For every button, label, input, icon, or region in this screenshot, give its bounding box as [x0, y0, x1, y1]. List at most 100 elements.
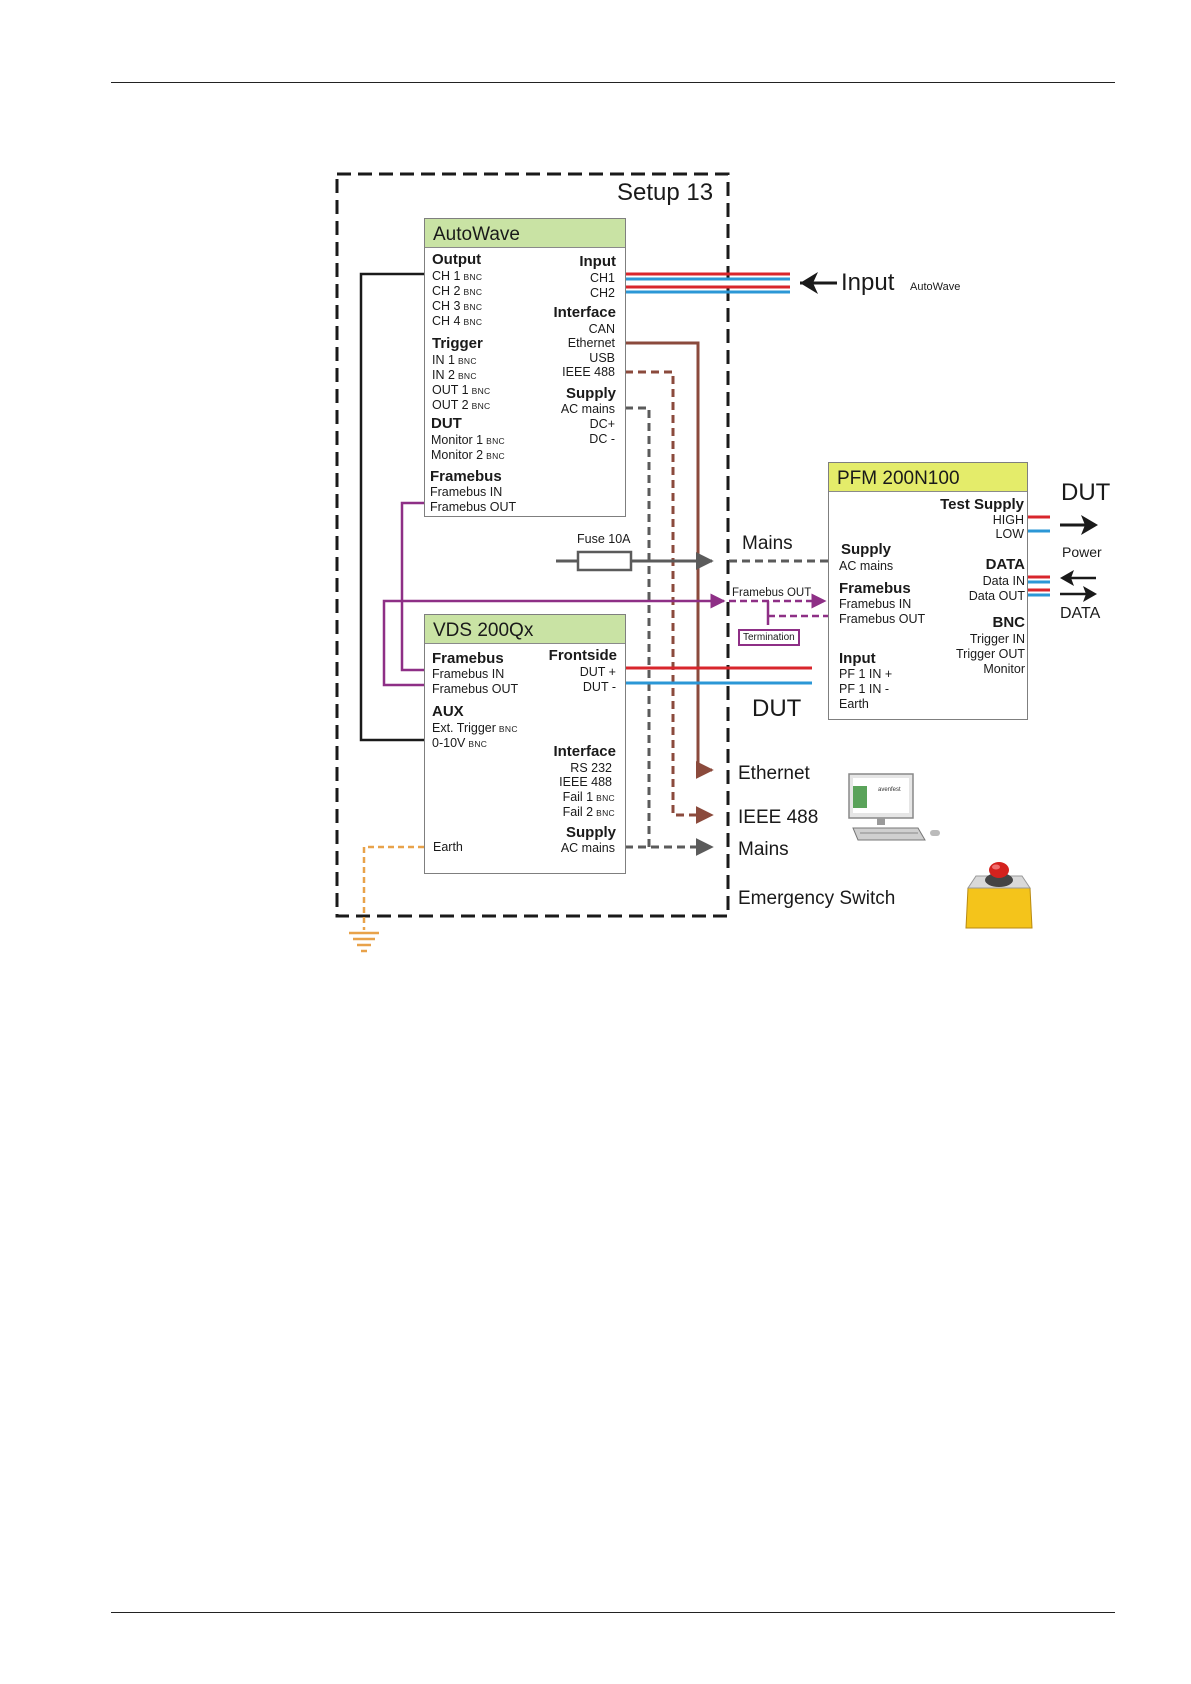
- ethernet-label: Ethernet: [738, 763, 810, 784]
- autowave-trigger-heading: Trigger: [432, 335, 483, 352]
- pfm-bnc-heading: BNC: [992, 614, 1026, 631]
- power-arrowhead: [1081, 515, 1098, 535]
- pfm-test-low: LOW: [995, 527, 1024, 541]
- earth-wire: [362, 845, 424, 930]
- vds-aux-heading: AUX: [432, 703, 464, 720]
- pfm-data-heading: DATA: [985, 556, 1025, 573]
- vds-frontside-dutplus: DUT +: [579, 665, 616, 679]
- autowave-framebus-heading: Framebus: [430, 468, 502, 485]
- pfm-bnc-trigger-out: Trigger OUT: [956, 647, 1025, 661]
- autowave-framebus-out: Framebus OUT: [430, 500, 517, 514]
- autowave-supply-dcminus: DC -: [589, 432, 615, 446]
- autowave-dut-heading: DUT: [431, 415, 462, 432]
- autowave-interface-usb: USB: [589, 351, 615, 365]
- autowave-interface-can: CAN: [588, 322, 615, 336]
- autowave-interface-ieee488: IEEE 488: [562, 365, 615, 379]
- pfm-framebus-out: Framebus OUT: [839, 612, 926, 626]
- fuse-label: Fuse 10A: [577, 532, 631, 546]
- external-input-sub: AutoWave: [910, 281, 961, 293]
- vds-earth: Earth: [433, 840, 463, 854]
- autowave-output-heading: Output: [432, 251, 482, 268]
- footer-rule: [111, 1612, 1115, 1613]
- vds-interface-heading: Interface: [553, 743, 616, 760]
- pfm-input-pf1-plus: PF 1 IN +: [839, 667, 893, 681]
- data-out-arrowhead: [1083, 586, 1097, 602]
- framebus-autowave-out: [400, 501, 424, 672]
- pfm-framebus-in: Framebus IN: [839, 597, 912, 611]
- mains-bottom-label: Mains: [738, 839, 789, 860]
- pfm-box: PFM 200N100: [828, 462, 1028, 720]
- vds-frontside-dutminus: DUT -: [582, 680, 616, 694]
- data-label: DATA: [1060, 605, 1101, 622]
- data-in-arrowhead: [1060, 570, 1074, 586]
- pfm-data-out: Data OUT: [968, 589, 1025, 603]
- autowave-framebus-in: Framebus IN: [430, 485, 503, 499]
- framebus-vds-out: [382, 593, 726, 687]
- framebus-out-label: Framebus OUT: [732, 587, 812, 599]
- external-input-label: Input: [841, 269, 895, 296]
- setup-boundary: [335, 172, 730, 918]
- autowave-supply-heading: Supply: [565, 385, 616, 402]
- pfm-framebus-heading: Framebus: [839, 580, 911, 597]
- autowave-title: AutoWave: [433, 224, 520, 245]
- mains-top-label: Mains: [742, 533, 793, 554]
- vds-frontside-heading: Frontside: [548, 647, 617, 664]
- autowave-supply-dcplus: DC+: [589, 417, 615, 431]
- dut-right-label: DUT: [1061, 479, 1111, 506]
- emergency-switch-icon: [965, 862, 1033, 929]
- pfm-bnc-monitor: Monitor: [983, 662, 1025, 676]
- autowave-box: AutoWave: [424, 218, 626, 517]
- vds-interface-ieee488: IEEE 488: [559, 775, 612, 789]
- termination-box: [738, 629, 800, 646]
- vds-framebus-in: Framebus IN: [432, 667, 505, 681]
- pfm-supply-ac: AC mains: [839, 559, 894, 573]
- autowave-input-ch1: CH1: [589, 271, 615, 285]
- vds-title: VDS 200Qx: [433, 620, 534, 641]
- power-label: Power: [1062, 544, 1102, 560]
- vds-framebus-heading: Framebus: [432, 650, 504, 667]
- pfm-input-heading: Input: [839, 650, 876, 667]
- ieee488-label: IEEE 488: [738, 807, 819, 828]
- black-trigger-wire: [359, 272, 424, 742]
- autowave-interface-heading: Interface: [553, 304, 616, 321]
- autowave-input-ch2: CH2: [589, 286, 615, 300]
- monitor-logo: avenfest: [878, 787, 901, 793]
- pfm-data-in: Data IN: [982, 574, 1025, 588]
- ground-symbol: [349, 931, 379, 953]
- vds-box: VDS 200Qx: [424, 614, 626, 874]
- pfm-input-pf1-minus: PF 1 IN -: [839, 682, 890, 696]
- autowave-input-heading: Input: [579, 253, 616, 270]
- autowave-interface-ethernet: Ethernet: [567, 336, 615, 350]
- pfm-header: PFM 200N100: [829, 463, 1027, 492]
- ieee488-wire: [625, 370, 714, 824]
- vds-interface-rs232: RS 232: [570, 761, 612, 775]
- pfm-test-high: HIGH: [992, 513, 1024, 527]
- pfm-input-earth: Earth: [839, 697, 869, 711]
- autowave-mains-wire: [625, 406, 651, 847]
- vds-framebus-out: Framebus OUT: [432, 682, 519, 696]
- fuse-symbol: [576, 550, 633, 572]
- vds-supply-heading: Supply: [565, 824, 616, 841]
- pfm-supply-heading: Supply: [841, 541, 892, 558]
- pfm-bnc-trigger-in: Trigger IN: [969, 632, 1025, 646]
- termination-label: Termination: [743, 632, 795, 643]
- vds-header: VDS 200Qx: [425, 615, 625, 644]
- emergency-switch-label: Emergency Switch: [738, 888, 896, 909]
- dut-center-label: DUT: [752, 695, 802, 722]
- pfm-test-supply-heading: Test Supply: [940, 496, 1024, 513]
